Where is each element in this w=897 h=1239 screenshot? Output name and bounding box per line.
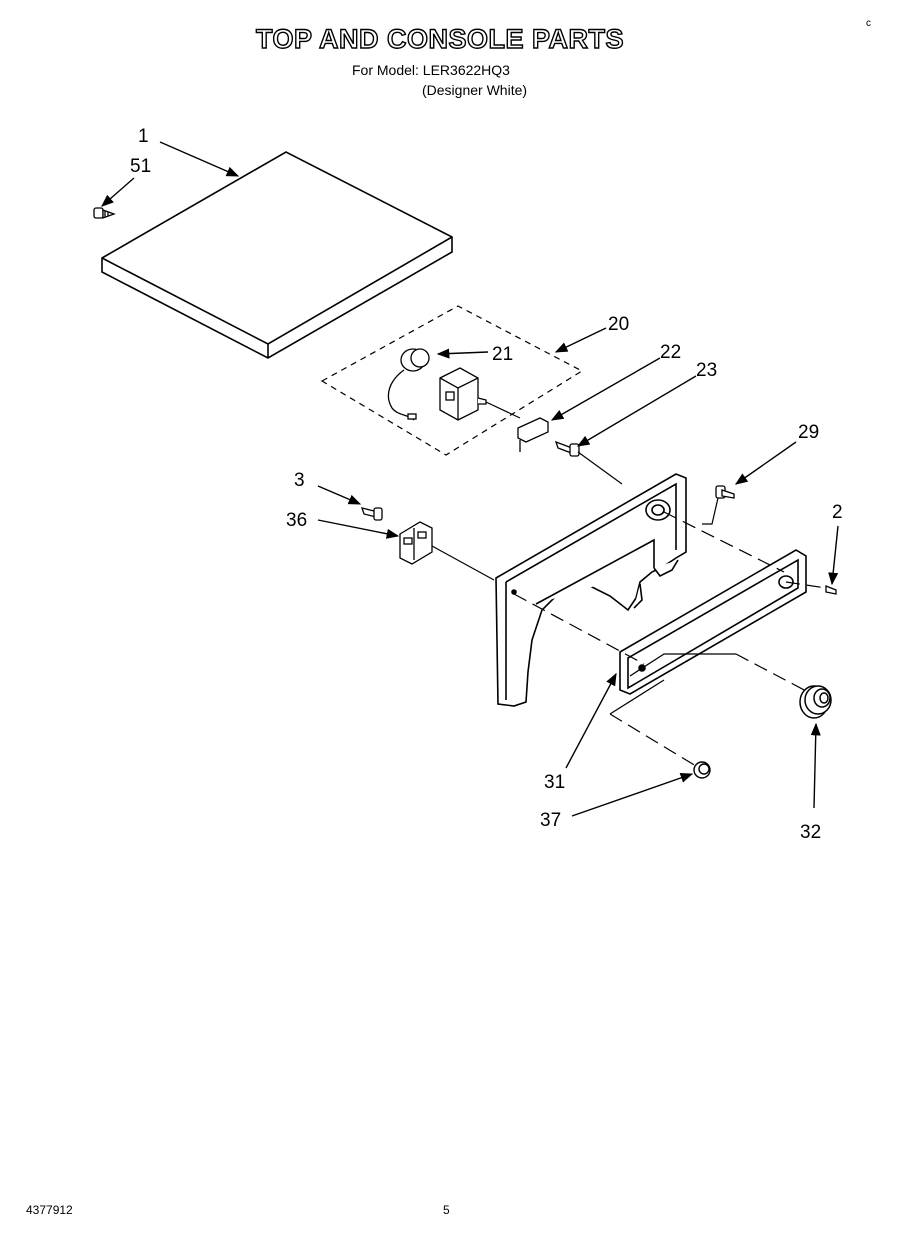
callout-31: 31 bbox=[544, 772, 565, 793]
alignment-lines bbox=[513, 511, 827, 767]
bracket-22 bbox=[517, 417, 549, 452]
sensor-part-21 bbox=[387, 348, 430, 421]
callout-3: 3 bbox=[294, 470, 305, 491]
page-title: TOP AND CONSOLE PARTS bbox=[255, 23, 625, 54]
hinge-36 bbox=[399, 521, 433, 565]
model-info: For Model: LER3622HQ3 (Designer White) bbox=[352, 60, 527, 100]
switch-body bbox=[439, 367, 487, 421]
screw-23 bbox=[554, 440, 580, 457]
variant-line: (Designer White) bbox=[422, 82, 528, 98]
callout-21: 21 bbox=[492, 344, 513, 365]
top-panel-part bbox=[101, 151, 453, 359]
callout-51: 51 bbox=[130, 156, 151, 177]
callout-23: 23 bbox=[696, 360, 717, 381]
thermostat-assembly-group bbox=[320, 305, 584, 456]
screw-3 bbox=[361, 507, 383, 521]
callout-2: 2 bbox=[832, 502, 843, 523]
console-overlay-31 bbox=[619, 549, 807, 695]
console-panel bbox=[495, 473, 687, 707]
callout-29: 29 bbox=[798, 422, 819, 443]
screw-2 bbox=[825, 585, 837, 595]
callout-32: 32 bbox=[800, 822, 821, 843]
leader-arrows bbox=[101, 141, 839, 817]
callout-36: 36 bbox=[286, 510, 307, 531]
callout-1: 1 bbox=[138, 126, 149, 147]
model-line: For Model: LER3622HQ3 bbox=[352, 62, 510, 78]
callout-37: 37 bbox=[540, 810, 561, 831]
knob-32 bbox=[799, 685, 832, 719]
screw-29 bbox=[715, 485, 735, 499]
nut-37 bbox=[693, 761, 711, 779]
corner-mark: c bbox=[866, 18, 871, 29]
page-number: 5 bbox=[443, 1203, 450, 1217]
document-number: 4377912 bbox=[26, 1203, 73, 1217]
callout-20: 20 bbox=[608, 314, 629, 335]
solid-connector-lines bbox=[609, 508, 736, 715]
callout-22: 22 bbox=[660, 342, 681, 363]
screw-51 bbox=[93, 207, 116, 219]
